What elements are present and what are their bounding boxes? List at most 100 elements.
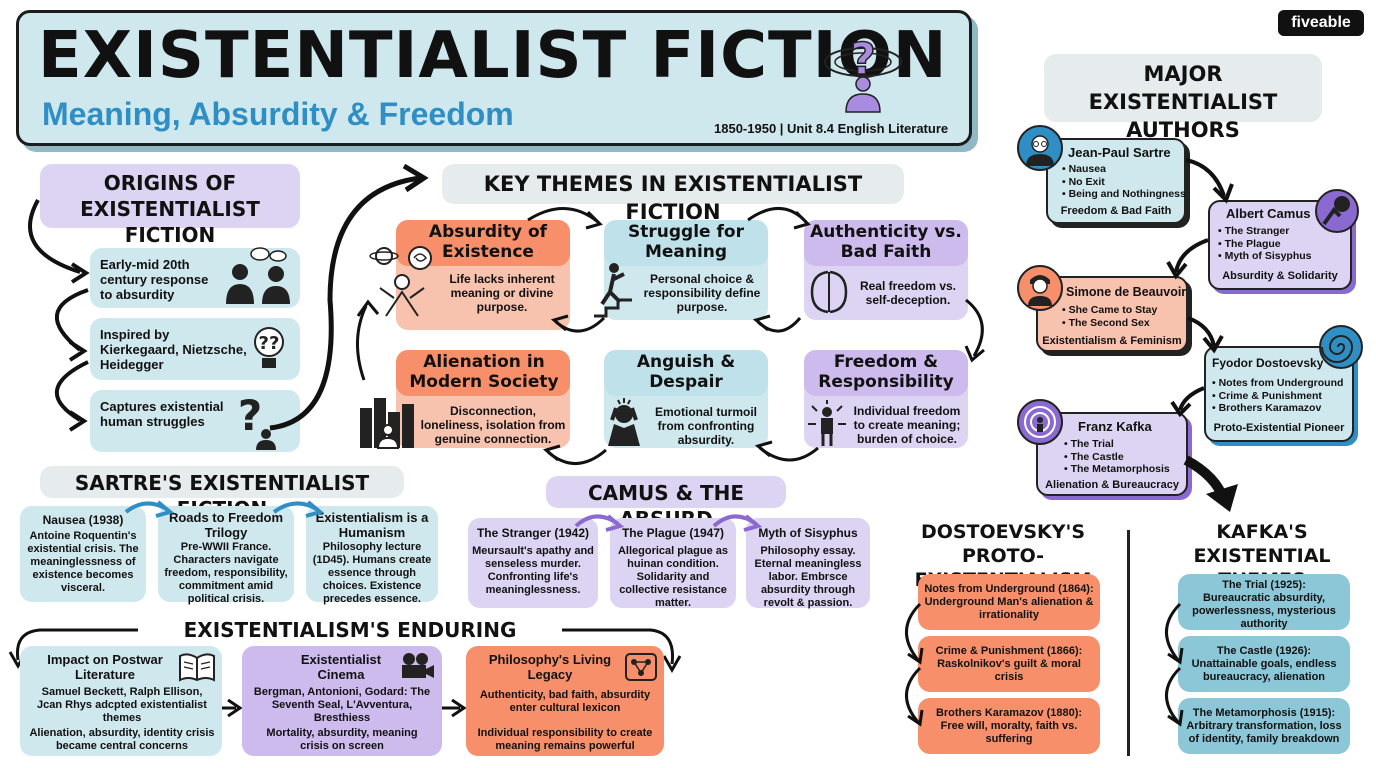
- theme-meaning-title: Struggle for Meaning: [628, 222, 744, 262]
- discussion-people-icon: [226, 247, 290, 304]
- theme-anguish-header: [604, 350, 768, 396]
- author-sartre-tag: Freedom & Bad Faith: [1060, 205, 1172, 217]
- author-kafka-work-2: The Castle: [1064, 451, 1170, 464]
- author-kafka-work-1: The Trial: [1064, 438, 1170, 451]
- origins-item-1-text: Early-mid 20th century response to absur…: [100, 257, 209, 302]
- dostoevsky-karamazov: [918, 698, 1100, 754]
- author-camus-work-2: The Plague: [1218, 238, 1312, 251]
- camus-stranger-desc: Meursault's apathy and senseless murder.…: [472, 545, 594, 596]
- author-beauvoir-works: She Came to Stay The Second Sex: [1062, 304, 1158, 330]
- theme-anguish-title: Anguish & Despair: [636, 352, 736, 392]
- camus-plague-desc: Allegorical plague as huinan condition. …: [617, 545, 729, 609]
- dostoevsky-karamazov-desc: Free will, moralty, faith vs. suffering: [940, 720, 1078, 745]
- kafka-trial: [1178, 574, 1350, 630]
- dostoevsky-notes-desc: Underground Man's alienation & irrationa…: [924, 596, 1094, 621]
- header-banner: [16, 10, 972, 146]
- page-title: EXISTENTIALIST FICTION: [38, 19, 948, 93]
- page-subtitle: Meaning, Absurdity & Freedom: [42, 96, 514, 132]
- origins-title: ORIGINS OF EXISTENTIALIST FICTION: [80, 171, 260, 247]
- camus-stranger-title: The Stranger (1942): [476, 526, 590, 540]
- author-dostoevsky-work-2: Crime & Punishment: [1212, 390, 1343, 403]
- author-camus-name: Albert Camus: [1226, 206, 1311, 221]
- camus-sisyphus: [746, 518, 870, 608]
- sartre-portrait-icon: [1017, 125, 1063, 171]
- author-sartre-works: Nausea No Exit Being and Nothingness: [1062, 163, 1186, 201]
- camus-sisyphus-desc: Philosophy essay. Eternal meaningless la…: [754, 545, 862, 609]
- kafka-metamorphosis-desc: Arbitrary transformation, loss of identi…: [1186, 720, 1342, 745]
- author-kafka-name: Franz Kafka: [1078, 419, 1152, 434]
- kafka-castle-desc: Unattainable goals, endless bureaucracy,…: [1191, 658, 1337, 683]
- confused-planet-icon: [369, 246, 432, 317]
- influence-legacy-title: Philosophy's Living Legacy: [488, 652, 612, 682]
- camus-stranger: [468, 518, 598, 608]
- dostoevsky-notes-title: Notes from Underground (1864):: [924, 583, 1094, 595]
- author-kafka-work-3: The Metamorphosis: [1064, 463, 1170, 476]
- lightbulb-icon: ??: [254, 327, 284, 368]
- author-camus-work-3: Myth of Sisyphus: [1218, 250, 1312, 263]
- authors-title: MAJOR EXISTENTIALIST AUTHORS: [1088, 62, 1278, 142]
- author-dostoevsky-works: Notes from Underground Crime & Punishmen…: [1212, 377, 1344, 415]
- brand-logo[interactable]: fiveable: [1278, 10, 1364, 36]
- open-book-icon: [179, 653, 215, 682]
- author-beauvoir-work-2: The Second Sex: [1062, 317, 1157, 330]
- author-camus-tag: Absurdity & Solidarity: [1222, 270, 1338, 282]
- author-camus-work-1: The Stranger: [1218, 225, 1312, 238]
- sartre-humanism-title: Existentialism is a Humanism: [315, 510, 429, 540]
- camus-title-box: [546, 476, 786, 508]
- camus-sisyphus-title: Myth of Sisyphus: [758, 526, 858, 540]
- sartre-roads: [158, 506, 294, 602]
- camus-plague-title: The Plague (1947): [621, 526, 725, 540]
- theme-freedom-desc: Individual freedom to create meaning; bu…: [853, 404, 961, 446]
- author-sartre-work-1: Nausea: [1062, 163, 1186, 176]
- origins-title-box: [40, 164, 300, 228]
- choice-arrows-person-icon: [808, 400, 846, 446]
- svg-text:??: ??: [259, 333, 280, 354]
- theme-meaning-desc: Personal choice & responsibility define …: [643, 272, 761, 314]
- influence-literature-desc: Samuel Beckett, Ralph Ellison, Jcan Rhys…: [37, 686, 207, 724]
- author-dostoevsky-work-1: Notes from Underground: [1212, 377, 1344, 390]
- origins-item-2-text: Inspired by Kierkegaard, Nietzsche, Heid…: [100, 327, 247, 372]
- author-beauvoir-name: Simone de Beauvoir: [1066, 285, 1187, 299]
- kafka-metamorphosis-title: The Metamorphosis (1915):: [1192, 707, 1336, 719]
- question-person-icon: ?: [824, 33, 902, 113]
- despair-head-icon: [608, 398, 640, 446]
- theme-meaning-header: [604, 220, 768, 266]
- author-sartre-work-3: Being and Nothingness: [1062, 188, 1186, 201]
- question-mark-person-icon: ?: [238, 391, 276, 450]
- kafka-castle: [1178, 636, 1350, 692]
- kafka-trial-desc: Bureaucratic absurdity, powerlessness, m…: [1192, 592, 1336, 630]
- sartre-nausea: [20, 506, 146, 602]
- theme-absurdity-title: Absurdity of Existence: [428, 222, 548, 262]
- two-faces-icon: [810, 270, 848, 314]
- sartre-roads-title: Roads to Freedom Trilogy: [168, 510, 284, 540]
- sartre-humanism-desc: Philosophy lecture (1D45). Humans create…: [312, 541, 432, 605]
- author-kafka-tag: Alienation & Bureaucracy: [1045, 479, 1179, 491]
- theme-alienation-header: [396, 350, 570, 396]
- influence-cinema-desc: Bergman, Antonioni, Godard: The Seventh …: [253, 686, 431, 724]
- author-beauvoir-work-1: She Came to Stay: [1062, 304, 1158, 317]
- theme-freedom-header: [804, 350, 968, 396]
- sartre-nausea-title: Nausea (1938): [42, 513, 124, 527]
- kafka-target-icon: [1017, 399, 1063, 445]
- influence-cinema-title: Existentialist Cinema: [300, 652, 382, 682]
- kafka-metamorphosis: [1178, 698, 1350, 754]
- sartre-nausea-desc: Antoine Roquentin's existential crisis. …: [27, 530, 139, 594]
- influence-legacy: [466, 646, 664, 756]
- author-sartre-work-2: No Exit: [1062, 176, 1186, 189]
- theme-authenticity-header: [804, 220, 968, 266]
- theme-authenticity-desc: Real freedom vs. self-deception.: [859, 279, 957, 307]
- themes-title-box: [442, 164, 904, 204]
- beauvoir-portrait-icon: [1017, 265, 1063, 311]
- influence-literature-title: Impact on Postwar Literature: [47, 652, 163, 682]
- svg-text:?: ?: [238, 391, 262, 440]
- dostoevsky-spiral-icon: [1319, 325, 1363, 369]
- origins-item-3-text: Captures existential human struggles: [100, 399, 224, 429]
- author-kafka-works: The Trial The Castle The Metamorphosis: [1064, 438, 1170, 476]
- theme-alienation-desc: Disconnection, loneliness, isolation fro…: [420, 404, 566, 446]
